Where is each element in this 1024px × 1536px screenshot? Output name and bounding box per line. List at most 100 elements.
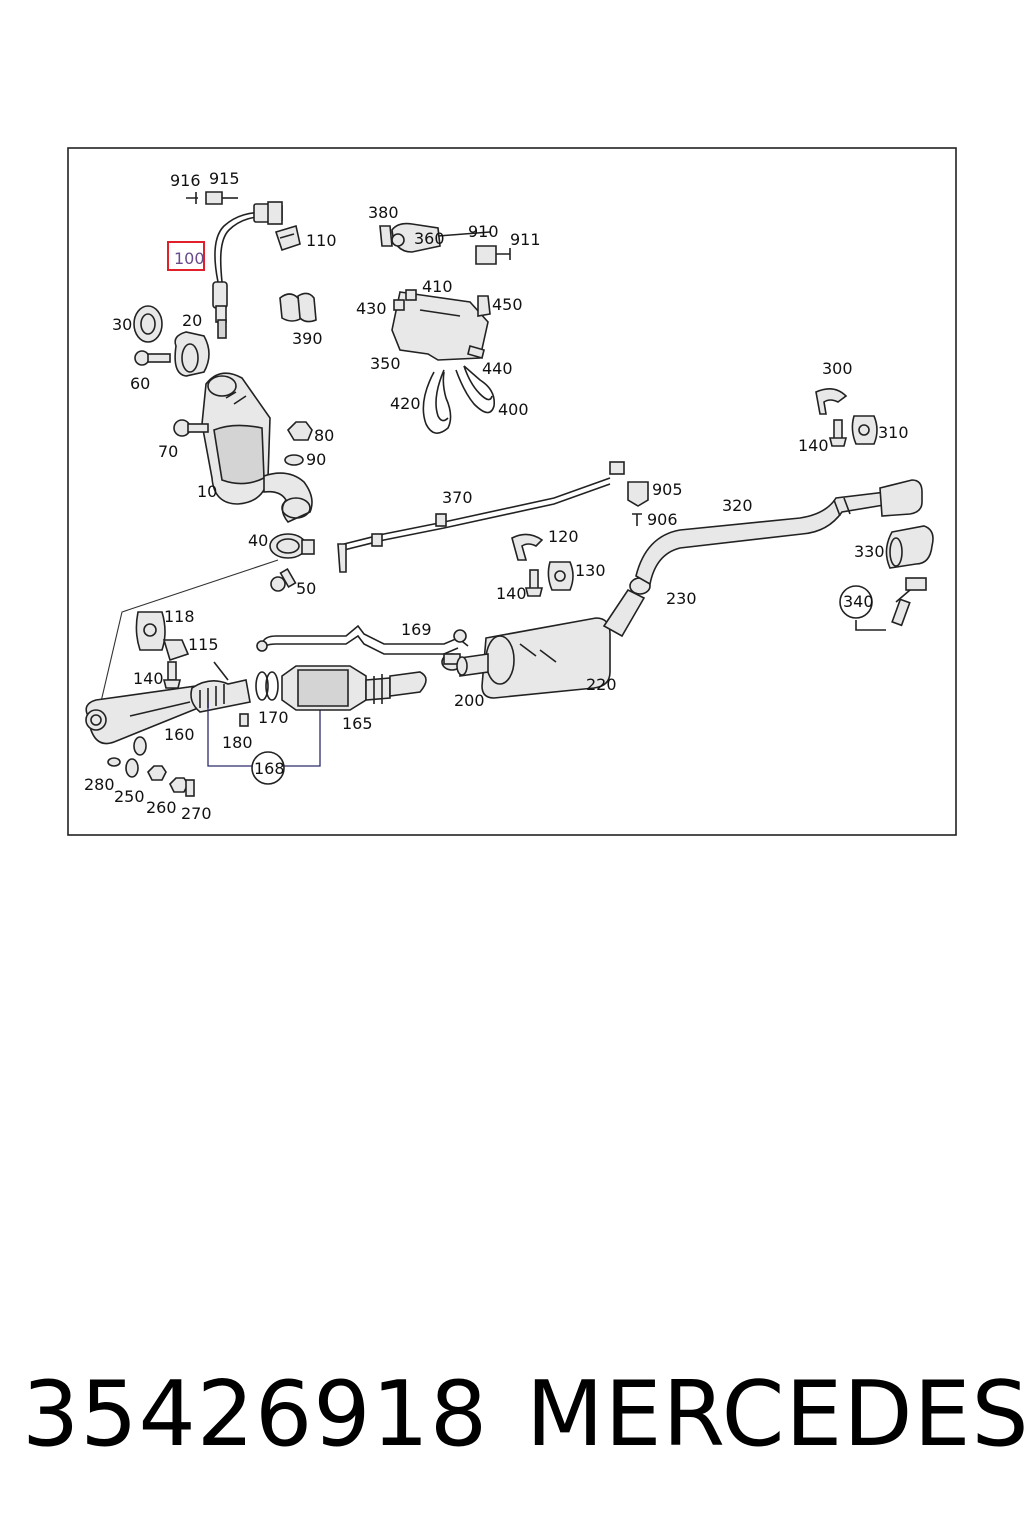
callout-label: 165 bbox=[342, 714, 373, 733]
nut-260-part[interactable] bbox=[147, 765, 167, 781]
callout-label: 80 bbox=[314, 426, 334, 445]
flex-pipe-part[interactable] bbox=[190, 661, 251, 713]
connector-915-part[interactable] bbox=[205, 191, 238, 205]
rear-pipe-320-part[interactable] bbox=[635, 479, 923, 586]
bracket-300-part[interactable] bbox=[815, 388, 848, 415]
nut-80-part[interactable] bbox=[286, 421, 313, 441]
bolt-270-part[interactable] bbox=[169, 777, 195, 797]
sensor-340-part[interactable] bbox=[855, 577, 927, 631]
callout-label: 400 bbox=[498, 400, 529, 419]
particulate-filter-10-part[interactable] bbox=[201, 372, 313, 523]
callout-label: 140 bbox=[798, 436, 829, 455]
bolt-140-mid-part[interactable] bbox=[524, 569, 544, 597]
sensor-line-370-part[interactable] bbox=[337, 461, 625, 573]
kit-340-badge bbox=[839, 585, 873, 619]
callout-label: 220 bbox=[586, 675, 617, 694]
pressure-line-169-part[interactable] bbox=[256, 624, 469, 655]
callout-label: 430 bbox=[356, 299, 387, 318]
highlighted-part-label: 100 bbox=[174, 249, 205, 268]
callout-label: 906 bbox=[647, 510, 678, 529]
hanger-130-part[interactable] bbox=[547, 561, 574, 591]
bolt-60-part[interactable] bbox=[134, 350, 171, 366]
callout-label: 270 bbox=[181, 804, 212, 823]
hose-420-part[interactable] bbox=[422, 369, 452, 434]
kit-340-label: 340 bbox=[843, 592, 874, 611]
hanger-118-part[interactable] bbox=[135, 611, 166, 651]
callout-label: 410 bbox=[422, 277, 453, 296]
bolt-50-part[interactable] bbox=[270, 567, 297, 592]
callout-label: 70 bbox=[158, 442, 178, 461]
callout-label: 180 bbox=[222, 733, 253, 752]
callout-label: 130 bbox=[575, 561, 606, 580]
callout-label: 200 bbox=[454, 691, 485, 710]
catalytic-converter-165-part[interactable] bbox=[281, 665, 427, 711]
callout-label: 300 bbox=[822, 359, 853, 378]
center-muffler-220-part[interactable] bbox=[456, 617, 611, 699]
callout-label: 50 bbox=[296, 579, 316, 598]
oxygen-sensor-part[interactable] bbox=[212, 201, 283, 339]
hanger-310-part[interactable] bbox=[851, 415, 878, 445]
callout-label: 380 bbox=[368, 203, 399, 222]
bracket-120-part[interactable] bbox=[511, 533, 544, 561]
bolt-140-front-part[interactable] bbox=[162, 661, 182, 689]
callout-label: 110 bbox=[306, 231, 337, 250]
callout-label: 20 bbox=[182, 311, 202, 330]
callout-label: 90 bbox=[306, 450, 326, 469]
callout-labels: 916 915 110 380 360 910 911 100 410 430 … bbox=[84, 169, 909, 823]
washer-280-part[interactable] bbox=[107, 757, 121, 767]
callout-label: 160 bbox=[164, 725, 195, 744]
callout-label: 350 bbox=[370, 354, 401, 373]
bracket-390-part[interactable] bbox=[279, 292, 317, 323]
pin-906-part[interactable] bbox=[632, 513, 642, 526]
hose-400-part[interactable] bbox=[455, 365, 496, 414]
pipe-230-part[interactable] bbox=[602, 577, 651, 638]
clamp-40-part[interactable] bbox=[269, 533, 315, 559]
callout-label: 30 bbox=[112, 315, 132, 334]
gasket-30-part[interactable] bbox=[133, 305, 163, 343]
callout-label: 420 bbox=[390, 394, 421, 413]
callout-label: 115 bbox=[188, 635, 219, 654]
cap-905-part[interactable] bbox=[627, 481, 649, 507]
pin-916-part[interactable] bbox=[186, 192, 198, 204]
callout-label: 60 bbox=[130, 374, 150, 393]
callout-label: 370 bbox=[442, 488, 473, 507]
callout-label: 120 bbox=[548, 527, 579, 546]
callout-label: 170 bbox=[258, 708, 289, 727]
highlight-box bbox=[167, 241, 205, 271]
callout-label: 10 bbox=[197, 482, 217, 501]
nut-180-part[interactable] bbox=[239, 713, 249, 727]
caption: 35426918 MERCEDES bbox=[0, 1360, 1024, 1470]
washer-250-part[interactable] bbox=[125, 736, 147, 778]
tail-pipe-330-part[interactable] bbox=[885, 525, 934, 569]
callout-label: 440 bbox=[482, 359, 513, 378]
pressure-sensor-bracket-part[interactable] bbox=[379, 222, 491, 361]
bracket-115-part[interactable] bbox=[162, 639, 190, 662]
bolt-140-rear-part[interactable] bbox=[828, 419, 848, 447]
callout-label: 390 bbox=[292, 329, 323, 348]
brand-name: MERCEDES bbox=[526, 1362, 1024, 1467]
sensor-910-part[interactable] bbox=[475, 245, 511, 265]
washer-90-part[interactable] bbox=[284, 454, 304, 466]
callout-label: 140 bbox=[133, 669, 164, 688]
callout-label: 360 bbox=[414, 229, 445, 248]
kit-168-badge bbox=[251, 751, 285, 785]
callout-label: 330 bbox=[854, 542, 885, 561]
callout-label: 118 bbox=[164, 607, 195, 626]
callout-label: 320 bbox=[722, 496, 753, 515]
front-pipe-160-part[interactable] bbox=[85, 685, 210, 745]
callout-label: 915 bbox=[209, 169, 240, 188]
bolt-70-part[interactable] bbox=[173, 419, 209, 437]
callout-label: 911 bbox=[510, 230, 541, 249]
clamp-20-part[interactable] bbox=[174, 331, 210, 377]
clip-110-part[interactable] bbox=[274, 224, 301, 252]
callout-label: 905 bbox=[652, 480, 683, 499]
callout-label: 280 bbox=[84, 775, 115, 794]
leader-line bbox=[99, 559, 279, 707]
part-number: 35426918 bbox=[22, 1362, 489, 1467]
callout-label: 140 bbox=[496, 584, 527, 603]
callout-label: 910 bbox=[468, 222, 499, 241]
callout-label: 450 bbox=[492, 295, 523, 314]
callout-label: 250 bbox=[114, 787, 145, 806]
callout-label: 40 bbox=[248, 531, 268, 550]
gasket-170-part[interactable] bbox=[255, 671, 279, 701]
